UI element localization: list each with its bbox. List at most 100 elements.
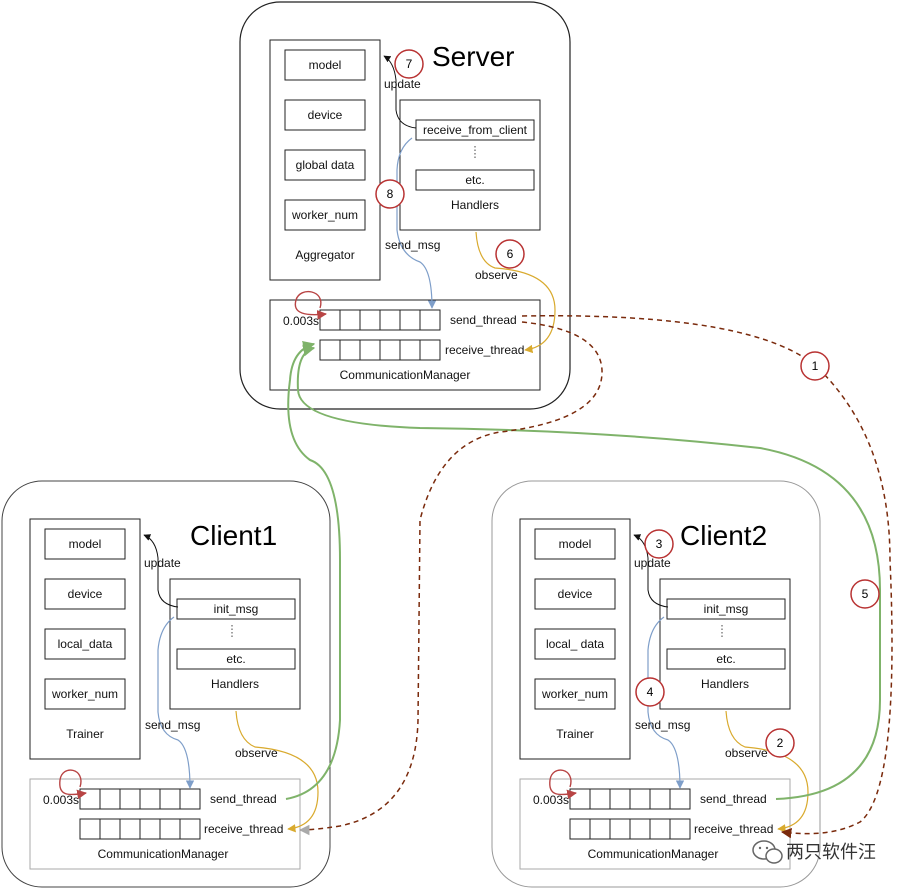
client2-trainer-label: Trainer [556,727,594,741]
aggregator-item-box [284,199,366,231]
step-7-marker: 7 [394,49,424,79]
client1-title: Client1 [190,520,277,551]
client2-interval: 0.003s [533,793,569,807]
client1-update-arrow [143,534,179,608]
server-send-msg-arrow [396,137,437,309]
client1-local-data: local_data [58,637,113,651]
server-send-thread: send_thread [450,313,517,327]
aggregator-item-box [284,99,366,131]
aggregator-worker-num: worker_num [291,208,358,222]
client2-send-msg-label: send_msg [635,718,690,732]
step-5-marker: 5 [850,579,880,609]
client1-worker-num: worker_num [51,687,118,701]
watermark-text: 两只软件汪 [786,842,876,863]
server-update-arrow [383,55,417,129]
step-3-label: 3 [656,537,663,551]
server-update-label: update [384,77,421,91]
step-1-label: 1 [812,359,819,373]
client2-device: device [558,587,593,601]
handler-item-box [176,648,296,670]
server-send-msg-label: send_msg [385,238,440,252]
client2-handler-etc: etc. [716,652,735,666]
client2-title: Client2 [680,520,767,551]
trainer-item-box [44,628,126,660]
server-node: Server model device global data worker_n… [239,1,571,410]
handler-item-box [666,648,786,670]
step-6-marker: 6 [495,239,525,269]
step-6-label: 6 [507,247,514,261]
step-2-label: 2 [777,736,784,750]
client1-handler-etc: etc. [226,652,245,666]
handler-item-box [415,119,535,141]
client2-comm-manager-label: CommunicationManager [588,847,719,861]
trainer-item-box [44,678,126,710]
client2-update-arrow [633,534,669,608]
aggregator-global-data: global data [296,158,355,172]
server-loop-arrow [294,290,327,320]
handler-etc: etc. [465,173,484,187]
client1-receive-queue [79,818,201,840]
client1-interval: 0.003s [43,793,79,807]
client2-send-thread: send_thread [700,792,767,806]
step-5-label: 5 [862,587,869,601]
client2-local-data: local_ data [546,637,604,651]
aggregator-model: model [309,58,342,72]
step-4-label: 4 [647,685,654,699]
client1-loop-arrow [59,769,87,800]
client1-handlers-label: Handlers [211,677,259,691]
aggregator-label: Aggregator [295,248,354,262]
step-8-marker: 8 [375,179,405,209]
client2-receive-thread: receive_thread [694,822,773,836]
server-send-queue [319,309,441,331]
client1-receive-thread: receive_thread [204,822,283,836]
step-8-label: 8 [387,187,394,201]
server-to-client2-arrow [521,314,893,839]
client1-node: Client1 model device local_data worker_n… [1,480,331,888]
client2-loop-arrow [549,769,577,800]
step-3-marker: 3 [644,529,674,559]
trainer-item-box [534,678,616,710]
aggregator-item-box [284,149,366,181]
server-observe-label: observe [475,268,518,282]
client1-model: model [69,537,102,551]
handler-receive-from-client: receive_from_client [423,123,528,137]
client1-update-label: update [144,556,181,570]
client2-handlers-label: Handlers [701,677,749,691]
step-7-label: 7 [406,57,413,71]
client2-to-server-arrow [296,344,881,800]
client2-update-label: update [634,556,671,570]
client1-send-msg-label: send_msg [145,718,200,732]
server-comm-manager-label: CommunicationManager [340,368,471,382]
client1-send-thread: send_thread [210,792,277,806]
client1-handler-init-msg: init_msg [214,602,259,616]
trainer-item-box [534,578,616,610]
handler-item-box [415,169,535,191]
handler-item-box [666,598,786,620]
client2-observe-arrow [725,710,809,833]
client1-trainer-label: Trainer [66,727,104,741]
client2-handler-init-msg: init_msg [704,602,749,616]
client1-to-server-arrow [285,341,341,800]
step-2-marker: 2 [765,728,795,758]
client1-send-msg-arrow [157,616,195,789]
aggregator-device: device [308,108,343,122]
client1-observe-label: observe [235,746,278,760]
client1-device: device [68,587,103,601]
step-4-marker: 4 [635,677,665,707]
client2-worker-num: worker_num [541,687,608,701]
client1-observe-arrow [235,710,319,833]
server-observe-arrow [475,231,556,354]
server-title: Server [432,41,514,72]
client2-observe-label: observe [725,746,768,760]
trainer-item-box [44,528,126,560]
client2-receive-queue [569,818,691,840]
client1-comm-manager-label: CommunicationManager [98,847,229,861]
trainer-item-box [534,528,616,560]
aggregator-item-box [284,49,366,81]
step-1-marker: 1 [800,351,830,381]
trainer-item-box [44,578,126,610]
client2-send-queue [569,788,691,810]
server-receive-thread: receive_thread [445,343,524,357]
server-handlers-label: Handlers [451,198,499,212]
